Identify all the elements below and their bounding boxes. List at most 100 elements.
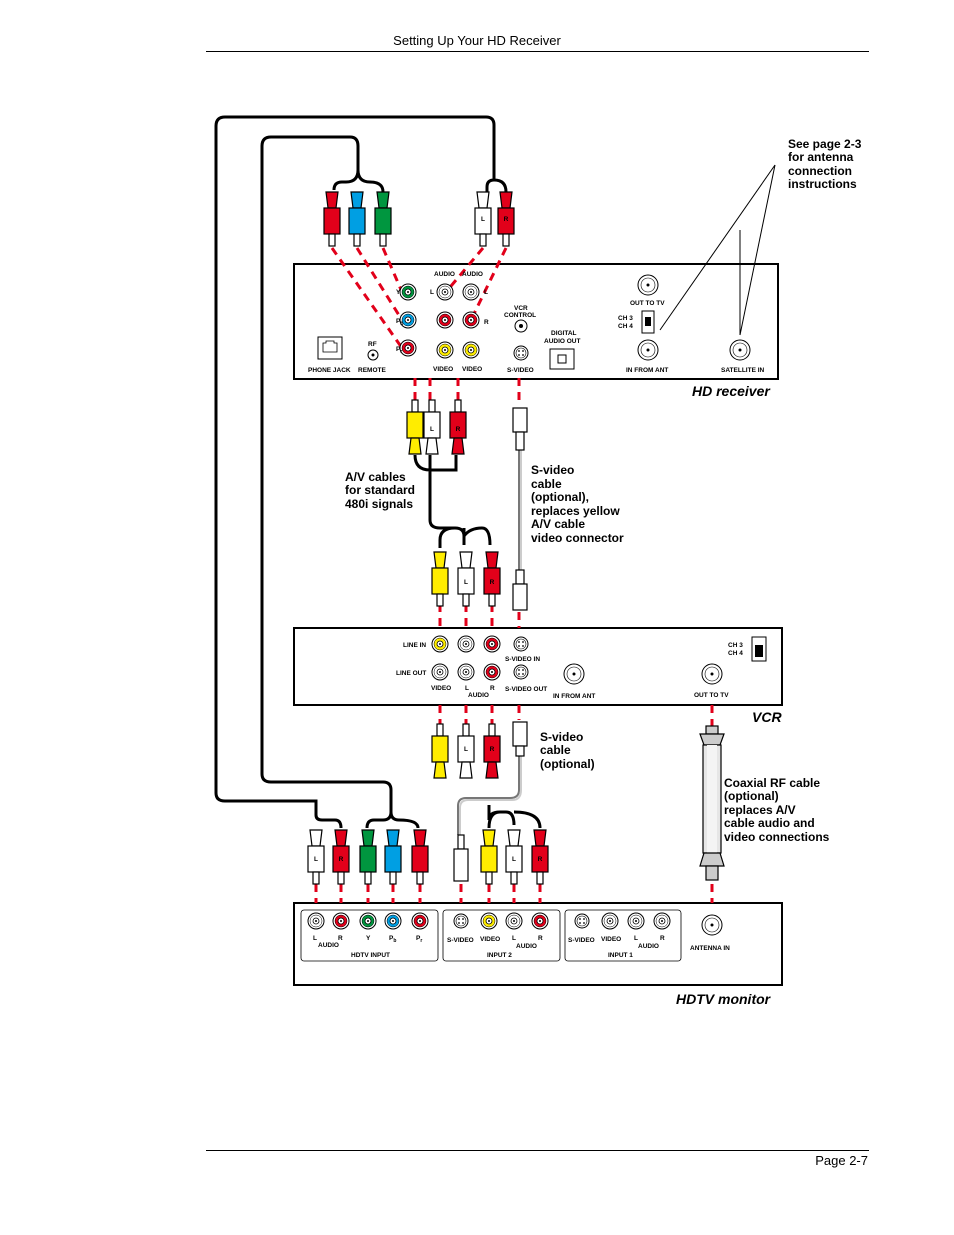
monitor-plugs [307,829,549,885]
red-signal-paths [314,247,714,903]
monitor-groups [300,909,682,962]
note-line: cable audio and [724,816,815,830]
plug-pb-blue [384,829,402,885]
label: L [512,935,516,942]
jack-hdtv-pb [384,912,402,930]
jack-video-2 [462,341,480,359]
label: AUDIO [516,943,537,950]
svideo-plug [453,848,469,882]
label: R [338,935,343,942]
label: CONTROL [504,312,536,319]
label: REMOTE [358,367,386,374]
plug-video-yellow [480,829,498,885]
jack-input2-video [480,912,498,930]
jack-input1-svideo [574,913,590,929]
receiver-jacks [317,274,751,370]
plug-letter: R [339,856,344,863]
plug-letter: L [430,426,434,433]
hd-receiver-panel [293,263,779,380]
vcr-in-from-ant-jack [563,663,585,685]
label: Pb [396,318,403,327]
receiver-bottom-plugs [406,399,528,455]
label: RF [368,341,377,348]
label: VIDEO [601,936,621,943]
label: AUDIO [434,271,455,278]
svideo-plug [512,721,528,747]
vcr-panel [293,627,783,706]
label: Y [396,289,401,296]
hd-receiver-title: HD receiver [692,383,771,399]
jack-hdtv-l [307,912,325,930]
label: VIDEO [431,685,451,692]
jack-audio-r-1 [436,311,454,329]
label: SATELLITE IN [721,367,765,374]
jack-audio-r-2 [462,311,480,329]
label: VIDEO [480,936,500,943]
jack-input2-r [531,912,549,930]
note-line: cable [531,477,562,491]
jack-hdtv-pr [411,912,429,930]
label: AUDIO [638,943,659,950]
hdtv-monitor-title: HDTV monitor [676,991,772,1007]
plug-y-green [359,829,377,885]
label: Pr [416,935,422,944]
plug-video-yellow [406,399,424,455]
jack-line-in-l [457,635,475,653]
label: L [484,289,488,296]
label: S-VIDEO [447,937,474,944]
receiver-top-plugs [323,191,515,247]
jack-input2-svideo [453,913,469,929]
jack-hdtv-y [359,912,377,930]
jack-audio-l-1 [436,283,454,301]
jack-hdtv-r [332,912,350,930]
out-to-tv-jack [637,274,659,296]
page-header: Setting Up Your HD Receiver [393,33,561,48]
label: R [538,935,543,942]
note-line: for standard [345,483,415,497]
label: AUDIO [468,692,489,699]
label: CH 4 [728,650,743,657]
note-line: S-video [540,730,583,744]
jack-input1-r [653,912,671,930]
plug-pb-blue [348,191,366,247]
note-line: A/V cables [345,470,406,484]
label: INPUT 2 [487,952,512,959]
plug-letter: R [504,216,509,223]
plug-letter: R [490,746,495,753]
antenna-in-jack [701,914,723,936]
note-line: for antenna [788,150,854,164]
plug-letter: L [464,579,468,586]
label: S-VIDEO IN [505,656,540,663]
label: L [634,935,638,942]
note-line: See page 2-3 [788,137,862,151]
jack-line-in-r [483,635,501,653]
svideo-plug [512,583,528,611]
black-cables [214,115,542,829]
note-line: Coaxial RF cable [724,776,820,790]
monitor-labels: L R Y Pb Pr AUDIO HDTV INPUT S-VIDEO VID… [313,935,730,959]
vcr-title: VCR [752,709,782,725]
receiver-labels: AUDIO AUDIO Y Pb Pr L L R VCR CONTROL DI… [308,271,765,374]
label: CH 4 [618,323,633,330]
plug-letter: L [464,746,468,753]
vcr-top-plugs [431,551,528,611]
coax-cable [699,725,725,881]
plug-letter: L [314,856,318,863]
antenna-leader-lines [659,164,776,336]
plug-letter: R [538,856,543,863]
jack-video-1 [436,341,454,359]
label: LINE OUT [396,670,426,677]
plug-y-green [374,191,392,247]
note-line: replaces yellow [531,504,620,518]
plug-pr-red [323,191,341,247]
label: OUT TO TV [694,692,729,699]
plug-letter: R [490,579,495,586]
vcr-labels: LINE IN LINE OUT VIDEO L AUDIO R S-VIDEO… [396,642,743,700]
label: Pb [389,935,396,944]
plug-letter: L [512,856,516,863]
label: LINE IN [403,642,426,649]
svideo-optional-note: S-video cable (optional) [540,730,595,771]
footer-rule [206,1150,869,1151]
page-number: Page 2-7 [815,1153,868,1168]
